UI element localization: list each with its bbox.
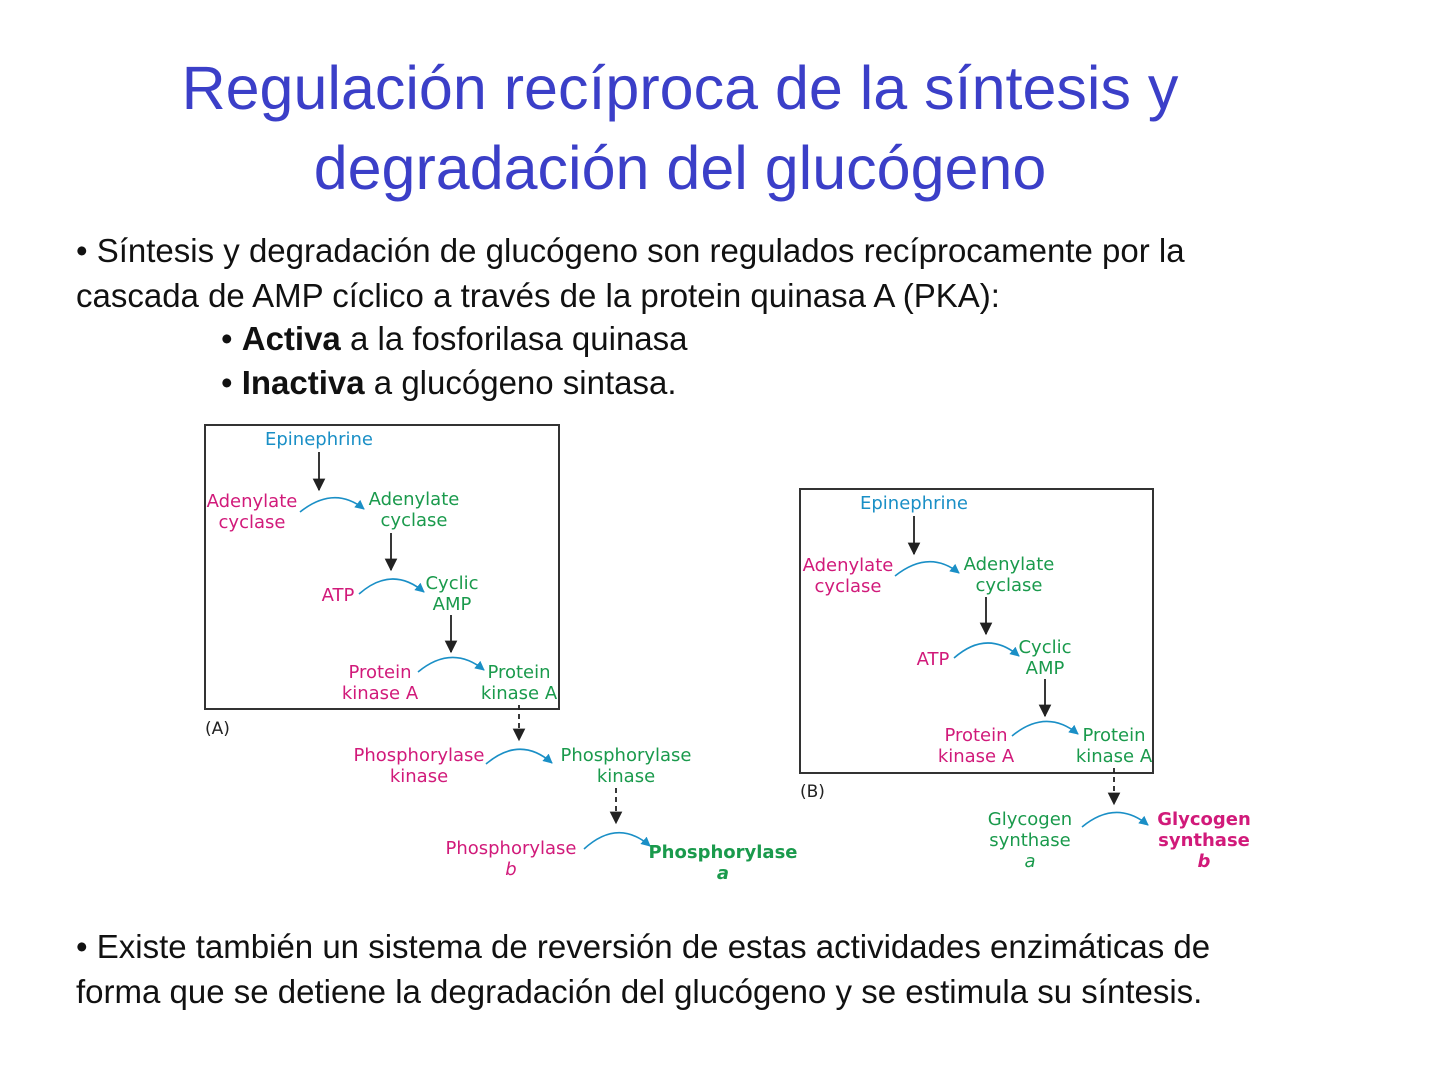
phosphorylase-b-2: b xyxy=(505,859,516,880)
diagram-a-frame xyxy=(204,424,560,710)
bullet-activa: • Activa a la fosforilasa quinasa xyxy=(221,317,688,361)
phosphorylase-a-1: Phosphorylase xyxy=(648,842,797,863)
epinephrine-label: Epinephrine xyxy=(860,493,968,514)
glycogen-synthase-a-1: Glycogen xyxy=(988,809,1072,830)
adenylate-cyclase-inactive-1: Adenylate xyxy=(803,555,894,576)
pka-inactive-1: Protein xyxy=(944,725,1007,746)
pka-inactive-2: kinase A xyxy=(342,683,419,704)
diagram-b-caption: (B) xyxy=(800,782,825,802)
glycogen-synthase-b-3: b xyxy=(1198,851,1211,872)
atp-label: ATP xyxy=(917,649,950,670)
conversion-arrow-icon xyxy=(953,642,1020,659)
glycogen-synthase-b-2: synthase xyxy=(1158,830,1250,851)
diagram-a-caption: (A) xyxy=(205,719,230,739)
slide-title: Regulación recíproca de la síntesis y de… xyxy=(0,48,1360,208)
bullet-mark: • xyxy=(221,364,242,401)
phosphorylase-kinase-active-1: Phosphorylase xyxy=(560,745,691,766)
activation-arrow-icon xyxy=(485,748,553,765)
activation-arrow-icon xyxy=(417,656,485,673)
phosphorylase-b-1: Phosphorylase xyxy=(445,838,576,859)
cyclic-amp-2: AMP xyxy=(433,594,472,615)
diagram-b-frame xyxy=(799,488,1154,774)
cyclic-amp-1: Cyclic xyxy=(1018,637,1071,658)
pka-active-2: kinase A xyxy=(481,683,558,704)
diagram-b: (B) Epinephrine Adenylate cyclase Adenyl… xyxy=(799,488,1251,872)
atp-label: ATP xyxy=(322,585,355,606)
activation-arrow-icon xyxy=(583,831,651,850)
phosphorylase-kinase-active-2: kinase xyxy=(597,766,655,787)
glycogen-synthase-b-1: Glycogen xyxy=(1157,809,1251,830)
diagram-a: (A) Epinephrine Adenylate cyclase Adenyl… xyxy=(204,424,798,884)
bullet-mark: • xyxy=(221,320,242,357)
pka-active-1: Protein xyxy=(487,662,550,683)
bullet-text: a glucógeno sintasa. xyxy=(364,364,677,401)
glycogen-synthase-a-3: a xyxy=(1024,851,1035,872)
activation-arrow-icon xyxy=(299,496,365,513)
pka-active-1: Protein xyxy=(1082,725,1145,746)
cyclic-amp-1: Cyclic xyxy=(425,573,478,594)
adenylate-cyclase-active-2: cyclase xyxy=(976,575,1043,596)
title-line-1: Regulación recíproca de la síntesis y xyxy=(181,54,1179,122)
intro-line-1: • Síntesis y degradación de glucógeno so… xyxy=(76,232,1185,269)
bullet-inactiva: • Inactiva a glucógeno sintasa. xyxy=(221,361,677,405)
pka-inactive-1: Protein xyxy=(348,662,411,683)
adenylate-cyclase-inactive-2: cyclase xyxy=(219,512,286,533)
inactivation-arrow-icon xyxy=(1081,811,1149,828)
pka-inactive-2: kinase A xyxy=(938,746,1015,767)
adenylate-cyclase-active-2: cyclase xyxy=(381,510,448,531)
glycogen-synthase-a-2: synthase xyxy=(989,830,1070,851)
intro-line-2: cascada de AMP cíclico a través de la pr… xyxy=(76,277,1000,314)
bullet-bold: Activa xyxy=(241,320,341,357)
epinephrine-label: Epinephrine xyxy=(265,429,373,450)
outro-line-2: forma que se detiene la degradación del … xyxy=(76,973,1203,1010)
outro-paragraph: • Existe también un sistema de reversión… xyxy=(76,924,1376,1014)
phosphorylase-a-2: a xyxy=(717,863,729,884)
phosphorylase-kinase-inactive-1: Phosphorylase xyxy=(353,745,484,766)
phosphorylase-kinase-inactive-2: kinase xyxy=(390,766,448,787)
adenylate-cyclase-active-1: Adenylate xyxy=(369,489,460,510)
adenylate-cyclase-inactive-2: cyclase xyxy=(815,576,882,597)
outro-line-1: • Existe también un sistema de reversión… xyxy=(76,928,1211,965)
cyclic-amp-2: AMP xyxy=(1026,658,1065,679)
adenylate-cyclase-active-1: Adenylate xyxy=(964,554,1055,575)
activation-arrow-icon xyxy=(894,560,960,577)
title-line-2: degradación del glucógeno xyxy=(313,134,1047,202)
pka-active-2: kinase A xyxy=(1076,746,1153,767)
conversion-arrow-icon xyxy=(358,578,425,595)
bullet-bold: Inactiva xyxy=(241,364,365,401)
adenylate-cyclase-inactive-1: Adenylate xyxy=(207,491,298,512)
bullet-text: a la fosforilasa quinasa xyxy=(340,320,688,357)
activation-arrow-icon xyxy=(1011,720,1079,737)
intro-paragraph: • Síntesis y degradación de glucógeno so… xyxy=(76,228,1376,318)
